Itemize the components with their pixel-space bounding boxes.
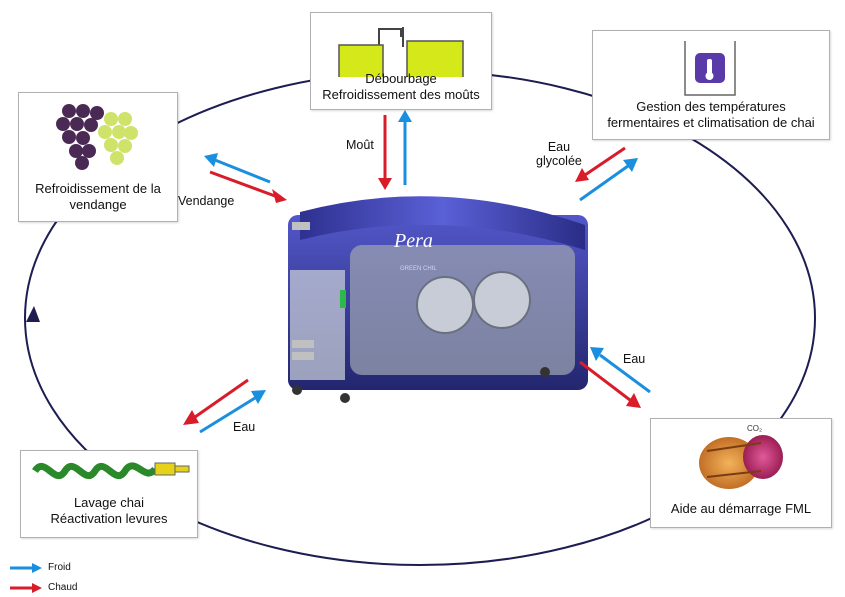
- flow-label-eau-glycolee-line2: glycolée: [536, 154, 582, 168]
- flow-label-eau-glycolee: Eau glycolée: [536, 140, 582, 168]
- flow-label-eau-left: Eau: [233, 420, 256, 434]
- arrow-mout-hot: [378, 115, 392, 190]
- machine-brand-logo: Pera: [393, 230, 433, 252]
- flow-label-eau-glycolee-line1: Eau: [547, 140, 571, 154]
- co2-label: CO₂: [747, 424, 763, 433]
- cooling-machine: [288, 196, 588, 403]
- box-gestion-temperatures: Gestion des températures fermentaires et…: [592, 30, 830, 140]
- thermometer-tank-icon: [684, 41, 736, 96]
- box-vendange-line2: vendange: [69, 197, 127, 212]
- box-lavage-line1: Lavage chai: [73, 495, 145, 510]
- box-debourbage-line2: Refroidissement des moûts: [322, 87, 480, 102]
- flow-label-eau-right: Eau: [623, 352, 646, 366]
- flow-label-vendange: Vendange: [178, 194, 235, 208]
- arrow-top-cold: [398, 110, 412, 185]
- arrow-lavage-cold: [199, 390, 266, 434]
- arrow-lavage-hot: [183, 378, 249, 425]
- box-debourbage: Débourbage Refroidissement des moûts: [310, 12, 492, 110]
- box-debourbage-line1: Débourbage: [365, 71, 437, 86]
- box-fml-line1: Aide au démarrage FML: [670, 501, 812, 516]
- cycle-arrowhead: [26, 306, 40, 322]
- box-vendange-line1: Refroidissement de la: [35, 181, 161, 196]
- grapes-icon: [56, 104, 138, 170]
- box-fml: CO₂ Aide au démarrage FML: [650, 418, 832, 528]
- legend-hot-arrow: [10, 583, 42, 593]
- flow-label-mout: Moût: [346, 138, 374, 152]
- arrow-vendange-cold: [204, 153, 271, 184]
- barrel-icon: [699, 435, 783, 489]
- hose-icon: [32, 462, 190, 479]
- arrow-fml-hot: [579, 360, 641, 408]
- arrow-glycol-cold: [579, 158, 638, 202]
- legend-hot-label: Chaud: [48, 582, 78, 593]
- box-lavage-line2: Réactivation levures: [50, 511, 168, 526]
- box-gestion-line2: fermentaires et climatisation de chai: [607, 115, 815, 130]
- arrow-glycol-hot: [575, 146, 626, 182]
- arrow-vendange-hot: [209, 170, 287, 203]
- machine-model-label: GREEN CHIL: [400, 266, 437, 272]
- tanks-icon: [338, 27, 464, 77]
- box-lavage-chai: Lavage chai Réactivation levures: [20, 450, 198, 538]
- legend-cold-label: Froid: [48, 562, 71, 573]
- legend-cold-arrow: [10, 563, 42, 573]
- box-refroidissement-vendange: Refroidissement de la vendange: [18, 92, 178, 222]
- arrow-fml-cold: [590, 347, 651, 394]
- box-gestion-line1: Gestion des températures: [636, 99, 786, 114]
